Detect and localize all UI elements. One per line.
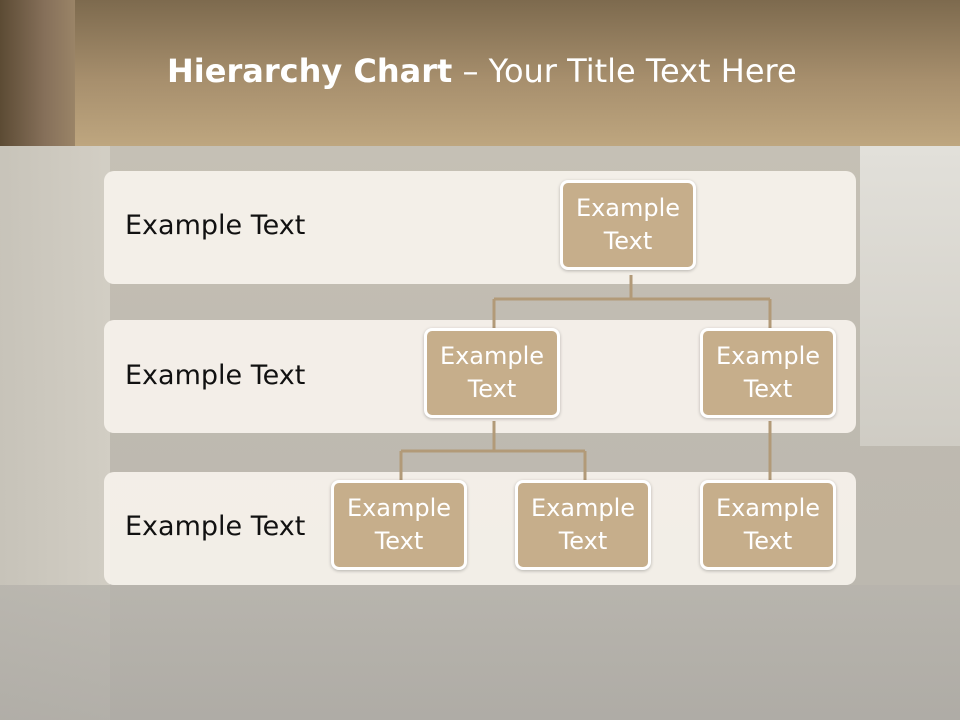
title-bar: Hierarchy Chart – Your Title Text Here	[0, 0, 960, 146]
level-band-1	[104, 171, 856, 284]
level-label-2: Example Text	[125, 360, 306, 391]
title-bar-accent	[0, 0, 75, 146]
node-top-line2: Text	[603, 227, 653, 255]
node-mid-left-line2: Text	[467, 375, 517, 403]
level-label-3: Example Text	[125, 511, 306, 542]
node-mid-right-line1: Example	[715, 342, 821, 370]
title-bold: Hierarchy Chart	[167, 52, 453, 90]
slide-title: Hierarchy Chart – Your Title Text Here	[167, 52, 797, 90]
node-bottom-1-line1: Example	[346, 494, 452, 522]
node-bottom-3-line2: Text	[743, 527, 793, 555]
connector-top-to-mid	[492, 275, 772, 330]
node-top-line1: Example	[575, 194, 681, 222]
background-floor	[0, 585, 960, 720]
node-mid-left-line1: Example	[439, 342, 545, 370]
title-dash: –	[452, 52, 489, 90]
title-rest: Your Title Text Here	[488, 52, 797, 90]
node-bottom-2-line1: Example	[530, 494, 636, 522]
node-bottom-3-line1: Example	[715, 494, 821, 522]
level-label-1: Example Text	[125, 210, 306, 241]
node-bottom-2-line2: Text	[558, 527, 608, 555]
background-window	[860, 146, 960, 446]
node-mid-right-line2: Text	[743, 375, 793, 403]
connector-midleft-to-bottom	[399, 421, 587, 483]
node-bottom-1-line2: Text	[374, 527, 424, 555]
